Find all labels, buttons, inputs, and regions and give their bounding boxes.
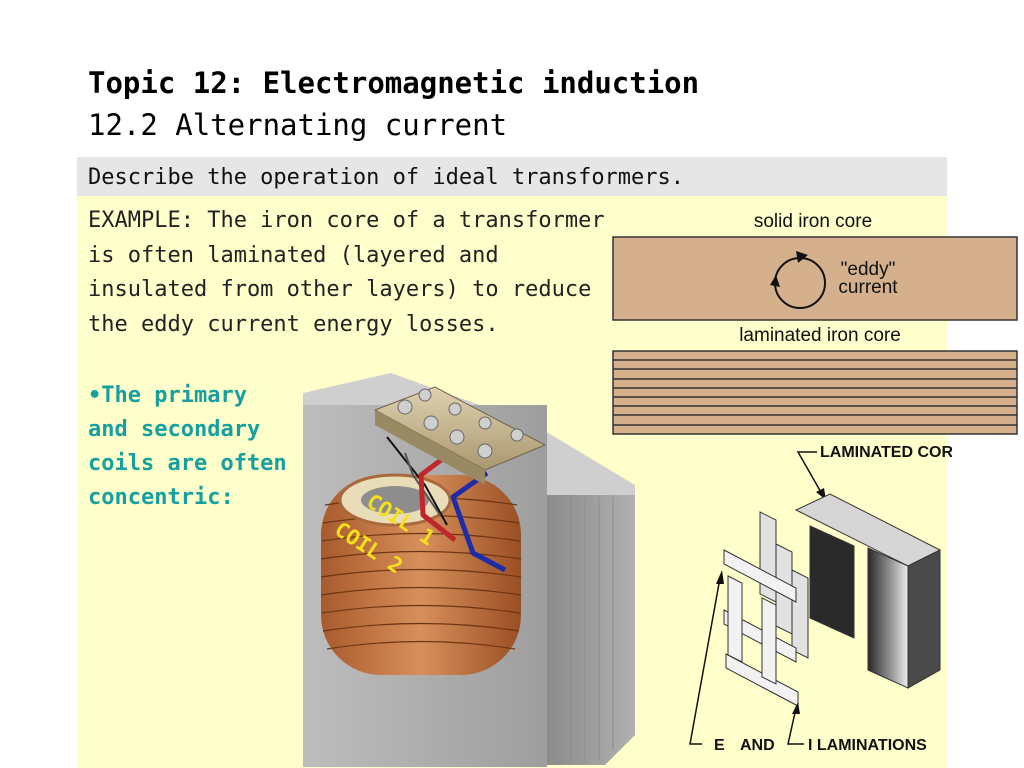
lamination-stack-front (867, 547, 909, 689)
lamination-stack-side (907, 549, 941, 689)
terminal-screw-icon (449, 429, 465, 445)
laminated-core-pointer (796, 451, 823, 495)
eddy-label-line1: "eddy" (841, 259, 896, 280)
transformer-illustration: COIL 1 COIL 2 (303, 373, 635, 767)
gray-lead-wire (404, 452, 441, 516)
terminal-screw-icon (510, 428, 524, 442)
i-lamination-pieces (723, 549, 799, 707)
i-laminations-pointer (787, 707, 804, 745)
ei-laminations-label-and: AND (740, 737, 775, 754)
eddy-label-line2: current (838, 277, 898, 298)
solid-core-label: solid iron core (754, 211, 872, 232)
e-laminations-arrowhead-icon (716, 570, 724, 584)
ei-laminations-label-e: E (714, 737, 725, 754)
blue-lead-wire (450, 470, 507, 573)
terminal-screw-icon (477, 443, 493, 459)
slide-title: Topic 12: Electromagnetic induction (88, 66, 700, 100)
terminal-screw-icon (397, 399, 413, 415)
objective-bar: Describe the operation of ideal transfor… (77, 157, 947, 196)
slide-subtitle: 12.2 Alternating current (88, 108, 508, 142)
terminal-screw-icon (418, 388, 432, 402)
laminations-diagram: LAMINATED CORE E AND I LAMINATIONS (689, 444, 952, 754)
e-laminations-pointer (689, 577, 721, 745)
solid-core-block (612, 236, 1018, 321)
core-lamination-lines (556, 497, 614, 763)
laminated-core-callout-label: LAMINATED CORE (820, 444, 952, 461)
coil-1-core-opening (361, 486, 429, 514)
terminal-screw-icon (448, 402, 462, 416)
terminal-screw-icon (478, 416, 492, 430)
red-lead-wire (418, 455, 457, 542)
i-laminations-arrowhead-icon (792, 702, 800, 714)
ei-laminations-label-i: I LAMINATIONS (808, 737, 927, 754)
eddy-arrow-top-icon (796, 251, 808, 263)
objective-text: Describe the operation of ideal transfor… (88, 165, 685, 190)
core-comparison-diagram: solid iron core "eddy" current laminated… (612, 211, 1018, 435)
terminal-screw-icon (423, 415, 439, 431)
laminated-core-block (612, 350, 1018, 435)
black-lead-wire (386, 436, 448, 526)
lamination-stack-window (809, 525, 855, 639)
bullet-concentric-coils: •The primary and secondary coils are oft… (88, 383, 287, 510)
terminal-block (373, 386, 547, 485)
eddy-arrow-bottom-icon (770, 275, 780, 287)
core-side-face (545, 495, 635, 765)
laminated-core-label: laminated iron core (739, 325, 901, 346)
example-text: EXAMPLE: The iron core of a transformer … (88, 208, 605, 337)
